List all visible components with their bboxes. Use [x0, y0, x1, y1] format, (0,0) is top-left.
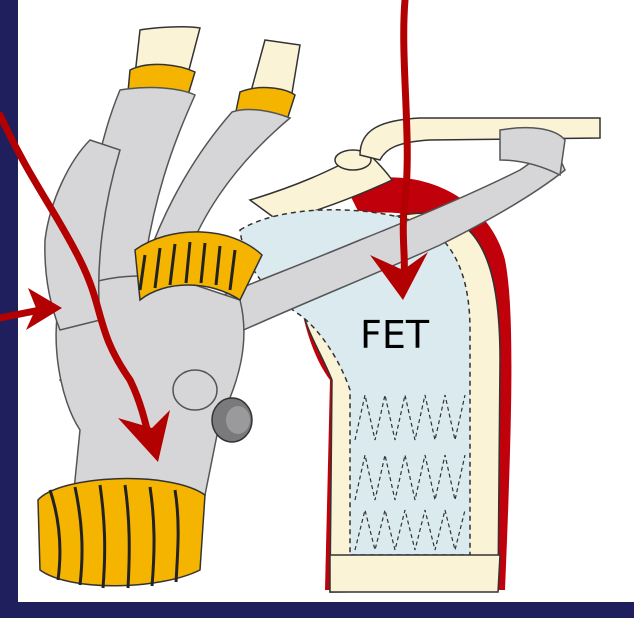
distal-aorta	[330, 555, 500, 592]
proximal-cuff	[38, 479, 205, 586]
fet-label: FET	[360, 313, 430, 357]
port-cap-highlight	[226, 406, 250, 434]
perfusion-port	[173, 370, 217, 410]
